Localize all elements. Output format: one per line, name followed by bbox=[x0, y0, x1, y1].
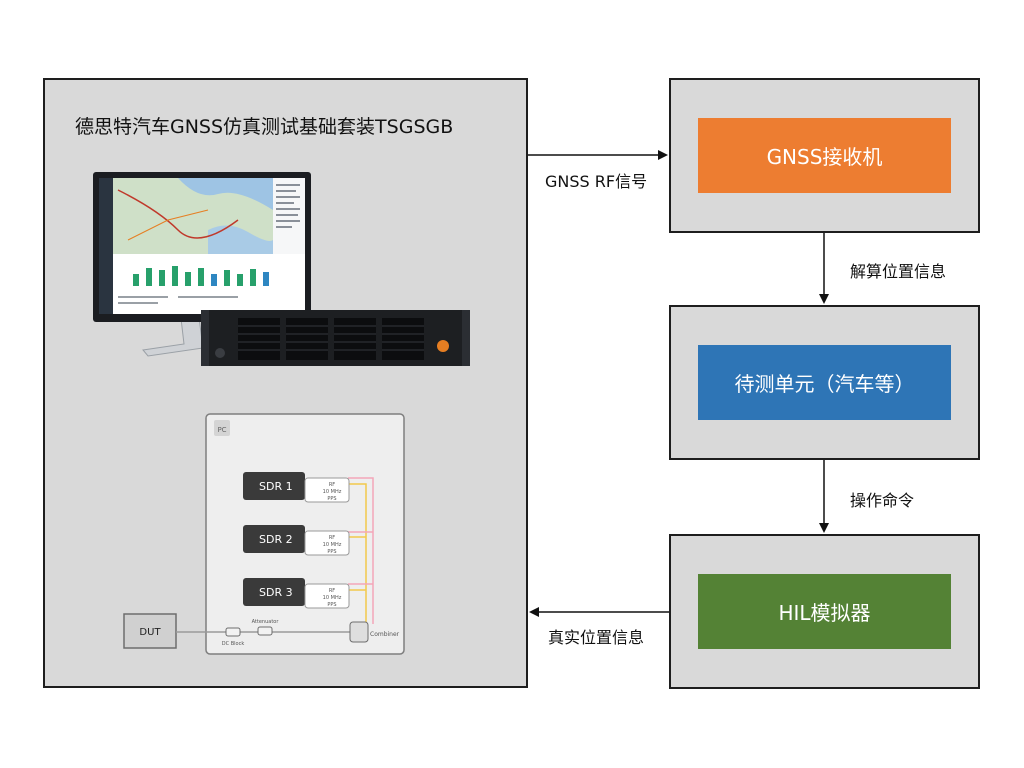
sdr-1-port-10mhz: 10 MHz bbox=[323, 489, 342, 495]
sdr-2-port-rf: RF bbox=[329, 535, 335, 541]
unit-under-test-box: 待测单元（汽车等） bbox=[698, 345, 951, 420]
kit-title: 德思特汽车GNSS仿真测试基础套装TSGSGB bbox=[75, 116, 454, 138]
sdr-3-port-rf: RF bbox=[329, 588, 335, 594]
hardware-photo bbox=[93, 172, 470, 366]
gnss-receiver-box: GNSS接收机 bbox=[698, 118, 951, 193]
dc-block-label: DC Block bbox=[222, 641, 245, 647]
hil-simulator-box: HIL模拟器 bbox=[698, 574, 951, 649]
sdr-1-label: SDR 1 bbox=[259, 480, 293, 493]
sdr-3-port-10mhz: 10 MHz bbox=[323, 595, 342, 601]
true-position-label: 真实位置信息 bbox=[548, 628, 645, 647]
decode-position-label: 解算位置信息 bbox=[850, 262, 947, 281]
sdr-3-port-pps: PPS bbox=[327, 602, 336, 608]
sdr-2-port-10mhz: 10 MHz bbox=[323, 542, 342, 548]
sdr-2-port-pps: PPS bbox=[327, 549, 336, 555]
sdr-2-label: SDR 2 bbox=[259, 533, 293, 546]
dut-label: DUT bbox=[139, 627, 161, 638]
combiner-label: Combiner bbox=[370, 631, 400, 638]
sdr-1-port-rf: RF bbox=[329, 482, 335, 488]
attenuator-label: Attenuator bbox=[252, 619, 280, 625]
sdr-1-port-pps: PPS bbox=[327, 496, 336, 502]
setup-diagram: PC SDR 1 RF 10 MHz PPS SDR 2 RF 10 MHz P… bbox=[123, 413, 405, 655]
sdr-3-label: SDR 3 bbox=[259, 586, 293, 599]
rf-signal-label: GNSS RF信号 bbox=[545, 172, 648, 191]
pc-label: PC bbox=[217, 426, 226, 434]
operation-command-label: 操作命令 bbox=[850, 491, 915, 510]
